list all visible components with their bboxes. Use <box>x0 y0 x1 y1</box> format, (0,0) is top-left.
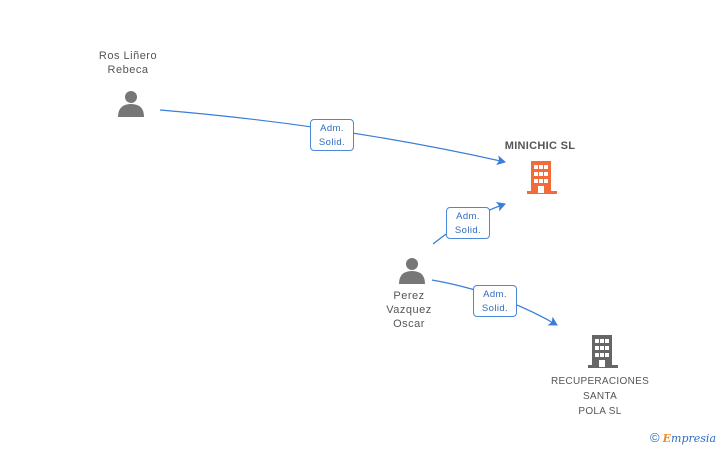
edge-role-line2: Solid. <box>454 225 482 236</box>
company-recuperaciones-line1: RECUPERACIONES <box>550 376 650 387</box>
edge-role-badge-perez-minichic[interactable]: Adm. Solid. <box>446 207 490 239</box>
edge-role-line1: Adm. <box>456 211 480 222</box>
company-minichic-label[interactable]: MINICHIC SL <box>504 140 576 152</box>
brand-footer[interactable]: © Empresia <box>650 430 716 446</box>
person-perez-name-line1: Perez <box>393 290 425 302</box>
edge-role-line1: Adm. <box>483 289 507 300</box>
edge-role-line2: Solid. <box>318 137 346 148</box>
person-ros-name-line2: Rebeca <box>107 64 149 76</box>
person-icon[interactable] <box>397 256 427 284</box>
company-recuperaciones-line2: SANTA <box>582 391 618 402</box>
brand-logo-rest: mpresia <box>671 432 717 445</box>
company-recuperaciones-label[interactable]: RECUPERACIONES SANTA POLA SL <box>540 374 660 419</box>
person-ros-label[interactable]: Ros Liñero Rebeca <box>78 49 178 77</box>
edge-role-line1: Adm. <box>320 123 344 134</box>
brand-logo: Empresia <box>663 432 716 445</box>
edge-role-badge-ros[interactable]: Adm. Solid. <box>310 119 354 151</box>
edge-role-line2: Solid. <box>481 303 509 314</box>
person-ros-name-line1: Ros Liñero <box>98 50 158 62</box>
edge-role-badge-perez-recuperaciones[interactable]: Adm. Solid. <box>473 285 517 317</box>
copyright-symbol: © <box>650 430 660 445</box>
building-icon[interactable] <box>588 335 618 369</box>
person-perez-name-line3: Oscar <box>393 318 425 330</box>
person-perez-name-line2: Vazquez <box>386 304 432 316</box>
person-perez-label[interactable]: Perez Vazquez Oscar <box>359 289 459 331</box>
company-recuperaciones-line3: POLA SL <box>578 406 622 417</box>
building-icon-highlighted[interactable] <box>527 161 557 195</box>
brand-logo-initial: E <box>662 432 672 445</box>
person-icon[interactable] <box>116 89 146 117</box>
